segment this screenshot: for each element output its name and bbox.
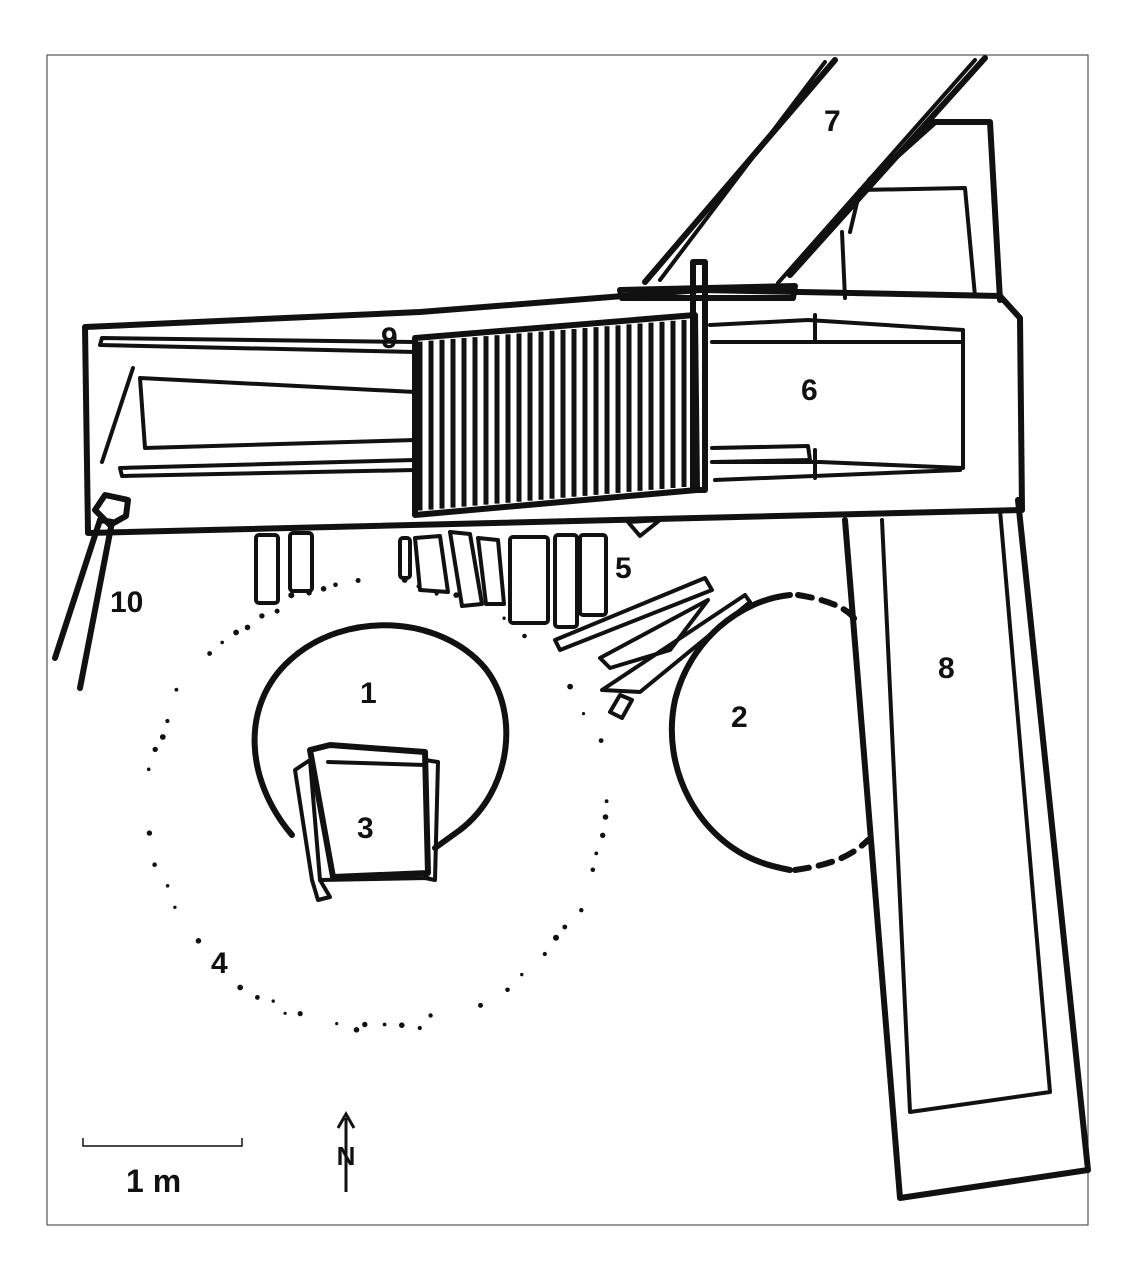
ring-dot <box>600 832 606 838</box>
ring-dot <box>165 718 170 724</box>
ring-dot <box>255 995 260 1000</box>
ring-dot <box>399 1022 405 1028</box>
ring-dot <box>382 1022 387 1027</box>
ring-dot <box>602 814 609 820</box>
ring-dot <box>581 712 586 716</box>
ring-dot <box>320 586 327 592</box>
ring-dot <box>453 592 460 598</box>
ring-dot <box>579 908 584 913</box>
ring-dot <box>562 924 568 930</box>
ring-dot <box>274 608 280 614</box>
ring-dot <box>505 987 510 993</box>
label-6: 6 <box>801 374 818 407</box>
ring-dot <box>355 578 361 583</box>
ring-dot <box>146 767 151 772</box>
ring-dot <box>353 1027 360 1033</box>
ring-dot <box>335 1022 339 1026</box>
label-7: 7 <box>824 105 841 138</box>
feature-4-dotted-ring <box>146 577 609 1033</box>
feature-7-diagonal-passage <box>617 55 988 301</box>
ring-dot <box>542 951 547 957</box>
ring-dot <box>428 1013 433 1018</box>
ring-dot <box>478 1002 483 1008</box>
ring-dot <box>259 613 265 619</box>
ring-dot <box>271 999 275 1003</box>
ring-dot <box>220 640 224 645</box>
ring-dot <box>333 582 338 588</box>
ring-dot <box>604 799 609 804</box>
feature-8-long-slab <box>840 119 1091 1201</box>
ring-dot <box>207 651 213 656</box>
feature-6-horizontal-frame <box>82 287 1025 536</box>
striped-slab-hatching <box>417 319 687 511</box>
ring-dot <box>165 884 170 888</box>
ring-dot <box>567 683 573 690</box>
label-10: 10 <box>110 586 143 619</box>
ring-dot <box>195 938 202 944</box>
ring-dot <box>594 851 599 856</box>
north-arrow: N <box>337 1110 356 1192</box>
label-5: 5 <box>615 552 632 585</box>
label-4: 4 <box>211 947 228 980</box>
ring-dot <box>553 934 559 941</box>
feature-5-stone-row <box>254 518 662 629</box>
ring-dot <box>416 584 421 589</box>
label-9: 9 <box>381 322 398 355</box>
ring-dot <box>174 687 179 692</box>
ring-dot <box>401 577 408 583</box>
feature-3-cist <box>293 742 440 902</box>
label-2: 2 <box>731 701 748 734</box>
ring-dot <box>237 984 244 991</box>
ring-dot <box>362 1021 368 1028</box>
ring-dot <box>146 830 153 836</box>
ring-dot <box>297 1011 303 1017</box>
ring-dot <box>288 592 295 599</box>
label-1: 1 <box>360 677 377 710</box>
ring-dot <box>520 972 524 977</box>
drawing-frame <box>46 54 1089 1226</box>
ring-dot <box>152 862 157 867</box>
ring-dot <box>590 867 596 873</box>
ring-dot <box>159 734 166 740</box>
ring-dot <box>502 616 506 620</box>
ring-dot <box>173 905 177 909</box>
slanted-slabs <box>553 576 752 720</box>
feature-10-pipe <box>52 492 131 691</box>
feature-1-circle <box>251 622 510 851</box>
ring-dot <box>434 591 439 596</box>
ring-dot <box>283 1011 287 1015</box>
label-8: 8 <box>938 652 955 685</box>
feature-9-striped-slab <box>412 259 708 518</box>
ring-dot <box>522 633 527 639</box>
ring-dot <box>244 624 251 631</box>
north-arrow-letter: N <box>337 1141 356 1171</box>
scale-bar-label: 1 m <box>126 1163 181 1199</box>
ring-dot <box>598 738 604 743</box>
feature-2-circle <box>668 592 871 873</box>
ring-dot <box>306 590 312 596</box>
ring-dot <box>233 629 240 636</box>
label-3: 3 <box>357 812 374 845</box>
ring-dot <box>417 1025 422 1031</box>
scale-bar: 1 m <box>82 1138 243 1199</box>
ring-dot <box>152 746 158 753</box>
